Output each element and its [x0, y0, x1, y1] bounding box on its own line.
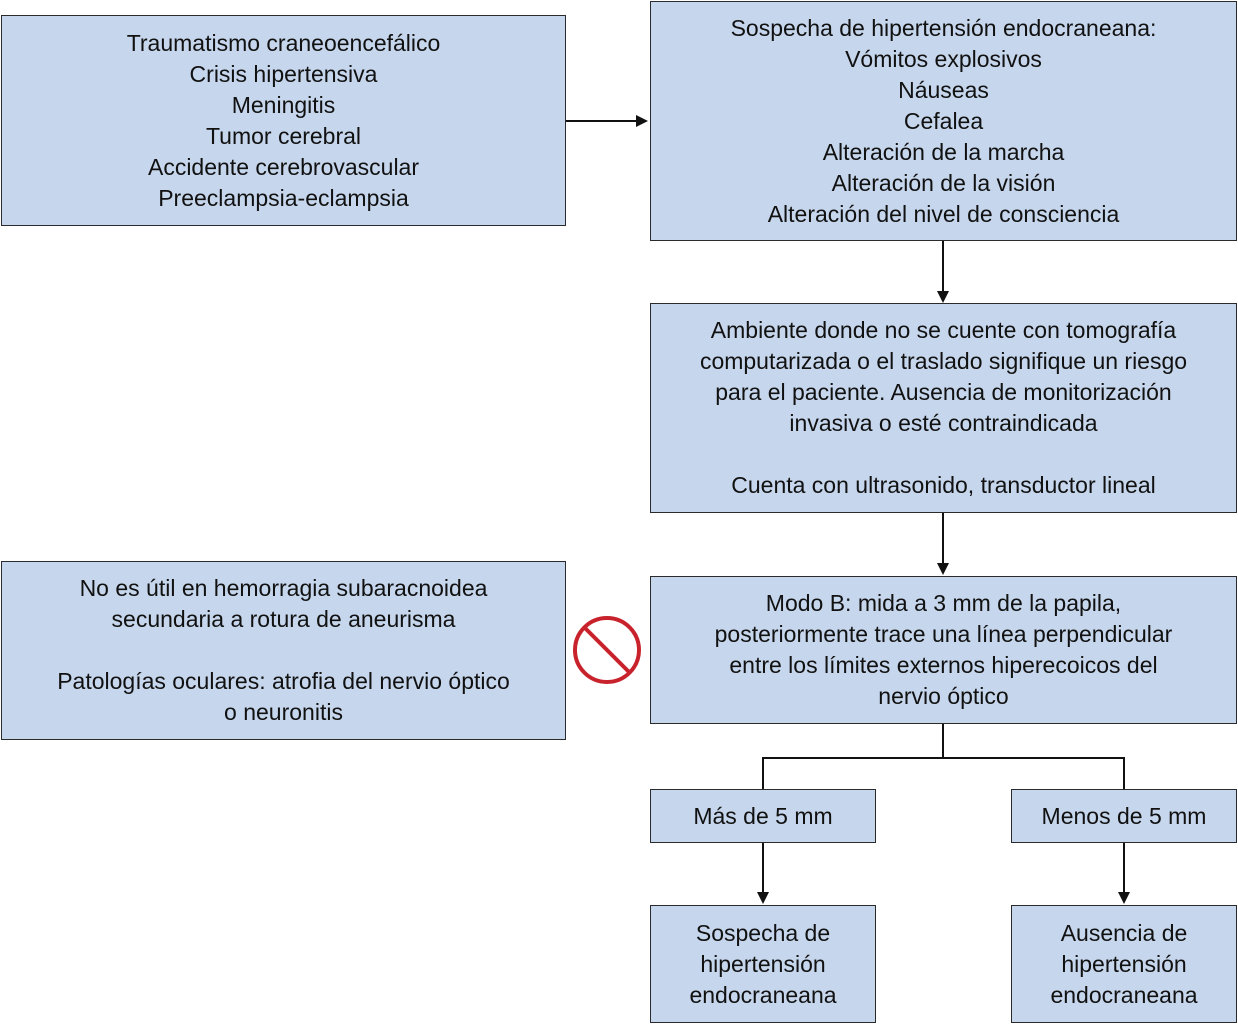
causes-line: Preeclampsia-eclampsia [158, 184, 409, 211]
symptom-line: Vómitos explosivos [845, 45, 1042, 72]
mode-b-line: entre los límites externos hiperecoicos … [729, 652, 1158, 678]
prohibited-icon [573, 616, 641, 684]
setting-line: Ambiente donde no se cuente con tomograf… [710, 317, 1177, 343]
symptom-line: Alteración del nivel de consciencia [767, 200, 1120, 227]
more-than-5mm-box: Más de 5 mm [650, 789, 876, 843]
result-line: endocraneana [689, 981, 837, 1008]
limitation-line: o neuronitis [224, 699, 343, 725]
result-line: hipertensión [700, 950, 826, 977]
mode-b-line: nervio óptico [878, 683, 1009, 709]
branch-connector-right [943, 757, 1125, 789]
less-than-5mm-box: Menos de 5 mm [1011, 789, 1237, 843]
setting-line: para el paciente. Ausencia de monitoriza… [715, 379, 1172, 405]
result-line: endocraneana [1050, 981, 1198, 1008]
result-line: Sospecha de [695, 919, 831, 946]
causes-line: Tumor cerebral [205, 122, 362, 149]
mode-b-line: posteriormente trace una línea perpendic… [714, 621, 1173, 647]
setting-line: computarizada o el traslado signifique u… [699, 348, 1188, 374]
limitation-line: Patologías oculares: atrofia del nervio … [57, 668, 510, 694]
symptom-line: Náuseas [898, 76, 989, 103]
branch-connector [762, 724, 944, 789]
result-line: hipertensión [1061, 950, 1187, 977]
negative-result-box: Ausencia de hipertensión endocraneana [1011, 905, 1237, 1023]
setting-box: Ambiente donde no se cuente con tomograf… [650, 303, 1237, 513]
symptom-line: Alteración de la visión [831, 169, 1056, 196]
causes-line: Crisis hipertensiva [189, 60, 378, 87]
causes-line: Meningitis [231, 91, 336, 118]
limitation-line: secundaria a rotura de aneurisma [111, 606, 456, 632]
result-line: Ausencia de [1060, 919, 1188, 946]
mode-b-line: Modo B: mida a 3 mm de la papila, [765, 590, 1122, 616]
positive-result-box: Sospecha de hipertensión endocraneana [650, 905, 876, 1023]
causes-line: Traumatismo craneoencefálico [126, 29, 441, 56]
symptom-line: Cefalea [903, 107, 984, 134]
setting-note: Cuenta con ultrasonido, transductor line… [731, 472, 1156, 498]
symptom-line: Alteración de la marcha [822, 138, 1065, 165]
suspicion-title: Sospecha de hipertensión endocraneana: [730, 14, 1157, 41]
limitations-box: No es útil en hemorragia subaracnoidea s… [1, 561, 566, 740]
causes-box: Traumatismo craneoencefálico Crisis hipe… [1, 15, 566, 226]
suspicion-box: Sospecha de hipertensión endocraneana: V… [650, 1, 1237, 241]
less-than-label: Menos de 5 mm [1041, 802, 1207, 829]
causes-line: Accidente cerebrovascular [147, 153, 420, 180]
mode-b-box: Modo B: mida a 3 mm de la papila, poster… [650, 576, 1237, 724]
limitation-line: No es útil en hemorragia subaracnoidea [79, 575, 488, 601]
setting-line: invasiva o esté contraindicada [789, 410, 1098, 436]
more-than-label: Más de 5 mm [693, 802, 833, 829]
